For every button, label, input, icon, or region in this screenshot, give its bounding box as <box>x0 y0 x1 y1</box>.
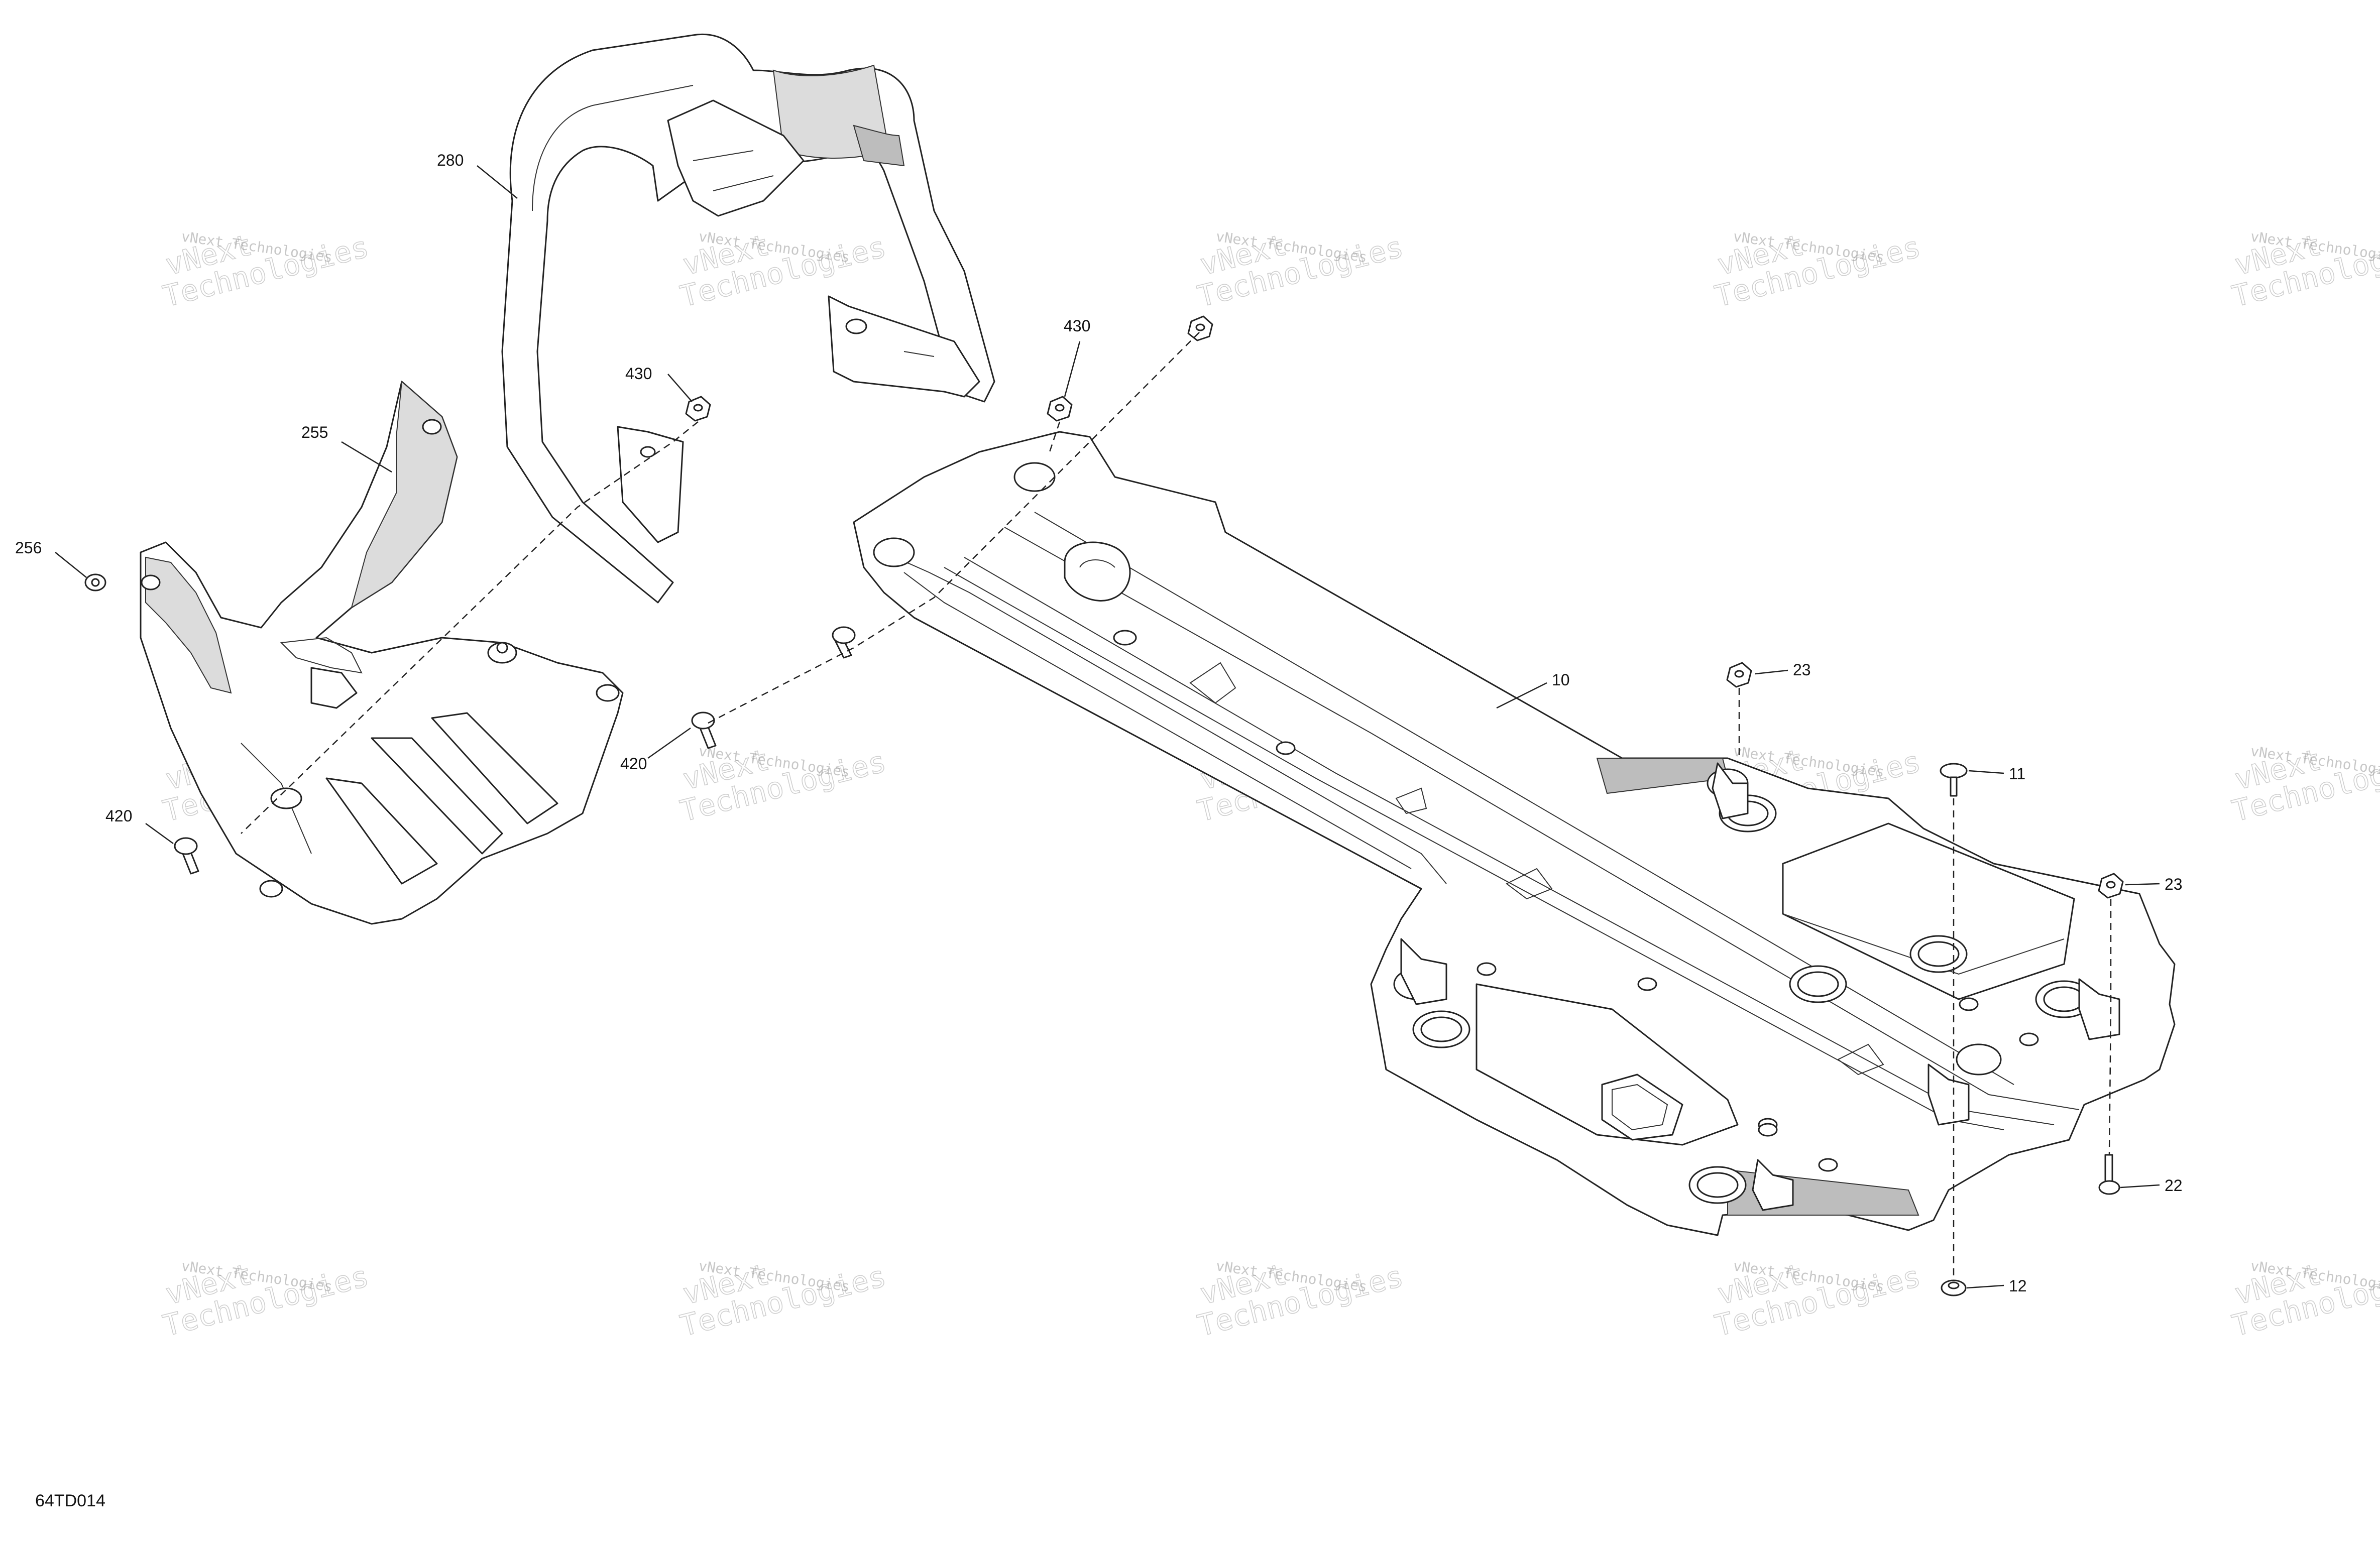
rivet-256 <box>84 573 106 591</box>
watermark-tile: vNext Technologies vNext Technologies <box>676 1256 890 1343</box>
nut-23-right <box>2098 873 2124 899</box>
callout-256: 256 <box>15 539 42 557</box>
watermark-tile: vNext Technologies vNext Technologies <box>2228 227 2380 314</box>
callout-leaders <box>55 165 2160 1289</box>
callout-430-left: 430 <box>625 365 652 383</box>
bolt-420-skid <box>832 626 856 659</box>
assembly-lines <box>241 331 2112 1275</box>
hardware-layer <box>84 315 2124 1296</box>
watermark-tile: vNext Technologies vNext Technologies <box>2228 742 2380 828</box>
bolt-420-center <box>691 711 717 749</box>
bolt-22 <box>2098 1154 2120 1195</box>
figure-code: 64TD014 <box>35 1491 105 1510</box>
watermark-tile: vNext Technologies vNext Technologies <box>159 227 373 314</box>
nut-430-far <box>1187 315 1213 341</box>
watermark-tile: vNext Technologies vNext Technologies <box>1711 227 1924 314</box>
nut-430-center <box>1047 396 1073 422</box>
watermark-tile: vNext Technologies vNext Technologies <box>676 742 890 828</box>
watermark-tile: vNext Technologies vNext Technologies <box>1194 1256 1407 1343</box>
callout-420-left: 420 <box>105 807 132 825</box>
watermark-tile: vNext Technologies vNext Technologies <box>159 1256 373 1343</box>
part-280-roll-bar <box>501 34 995 604</box>
callout-10: 10 <box>1552 671 1570 689</box>
callout-labels: 280 430 430 255 256 420 420 10 23 11 23 … <box>15 151 2183 1295</box>
bolt-420-left <box>174 837 199 875</box>
rivet-11 <box>1940 763 1968 797</box>
callout-23-top: 23 <box>1793 661 1811 679</box>
nut-12 <box>1941 1279 1967 1296</box>
callout-430-center: 430 <box>1064 317 1090 335</box>
watermark-tile: vNext Technologies vNext Technologies <box>676 227 890 314</box>
callout-255: 255 <box>301 423 328 441</box>
callout-23-right: 23 <box>2165 875 2183 893</box>
callout-280: 280 <box>437 151 464 169</box>
part-255-front-panel <box>140 380 624 925</box>
callout-22: 22 <box>2165 1176 2183 1195</box>
nut-430-left <box>685 396 711 422</box>
callout-11: 11 <box>2009 765 2025 783</box>
callout-420-center: 420 <box>620 755 647 773</box>
watermark-tile: vNext Technologies vNext Technologies <box>1711 1256 1924 1343</box>
watermark-tile: vNext Technologies vNext Technologies <box>2228 1256 2380 1343</box>
callout-12: 12 <box>2009 1277 2027 1295</box>
part-10-skid-plate <box>853 431 2176 1236</box>
nut-23-top <box>1726 662 1752 688</box>
watermark-tile: vNext Technologies vNext Technologies <box>1194 227 1407 314</box>
